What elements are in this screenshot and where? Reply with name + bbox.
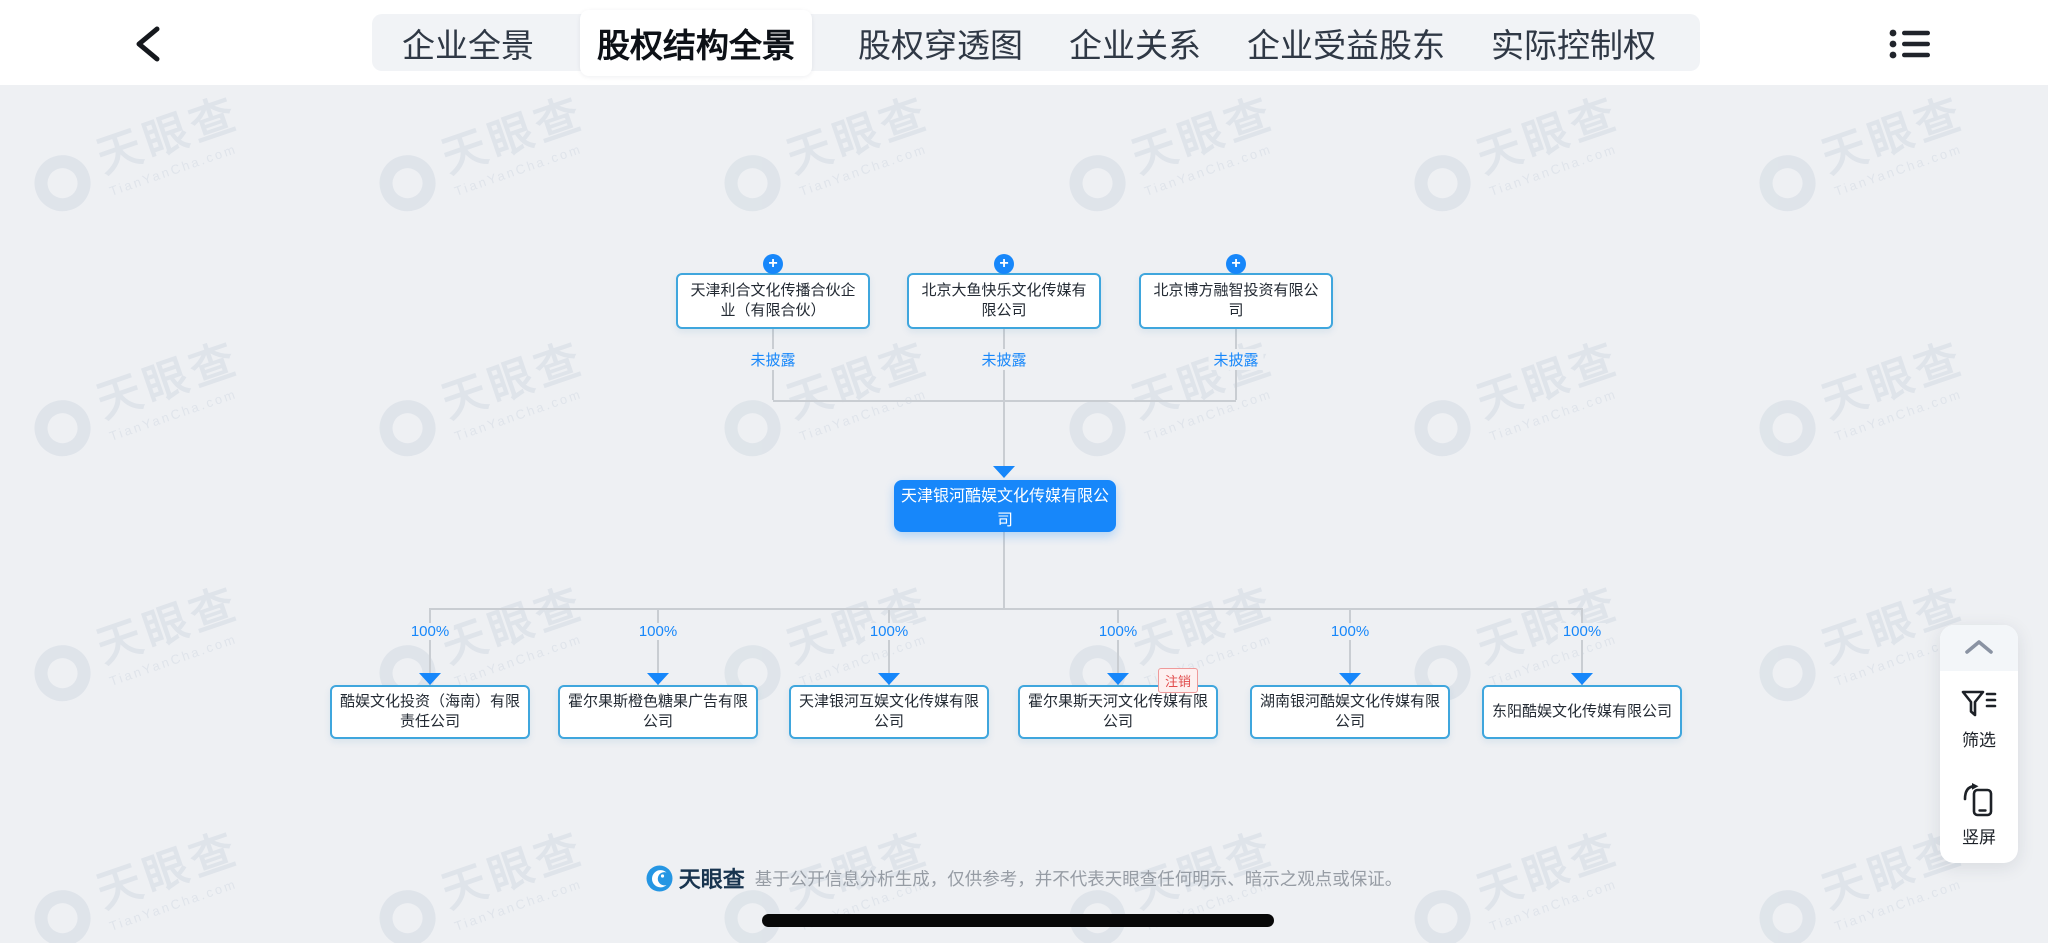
shareholding-label: 未披露 <box>745 349 801 370</box>
subsidiary-company-box[interactable]: 酷娱文化投资（海南）有限责任公司 <box>330 685 530 739</box>
connector-line <box>429 608 431 685</box>
shareholding-label: 100% <box>1093 623 1143 640</box>
arrowhead-down <box>1571 673 1593 685</box>
chevron-left-icon <box>136 26 160 62</box>
list-icon <box>1889 29 1930 59</box>
expand-plus-button[interactable]: + <box>1226 254 1246 274</box>
connector-line <box>1003 532 1005 608</box>
root-company-box[interactable]: 天津银河酷娱文化传媒有限公司 <box>894 480 1116 532</box>
shareholding-label: 100% <box>864 623 914 640</box>
top-nav-bar: 企业全景 股权结构全景 股权穿透图 企业关系 企业受益股东 实际控制权 <box>0 0 2048 85</box>
connector-line <box>430 608 1582 610</box>
chevron-up-icon <box>1965 640 1993 654</box>
connector-line <box>657 608 659 685</box>
tab-equity-penetration[interactable]: 股权穿透图 <box>858 26 1023 64</box>
arrowhead-down <box>1339 673 1361 685</box>
tianyancha-logo-icon <box>646 865 673 891</box>
parent-company-box[interactable]: 北京博方融智投资有限公司 <box>1139 273 1333 329</box>
tab-actual-controller[interactable]: 实际控制权 <box>1491 26 1656 64</box>
parent-company-box[interactable]: 北京大鱼快乐文化传媒有限公司 <box>907 273 1101 329</box>
status-badge-deregistered: 注销 <box>1158 668 1199 693</box>
equity-structure-diagram: +天津利合文化传播合伙企业（有限合伙）未披露+北京大鱼快乐文化传媒有限公司未披露… <box>0 85 2048 943</box>
connector-line <box>1003 400 1005 466</box>
expand-plus-button[interactable]: + <box>763 254 783 274</box>
brand-name: 天眼查 <box>678 867 745 892</box>
shareholding-label: 100% <box>405 623 455 640</box>
expand-plus-button[interactable]: + <box>994 254 1014 274</box>
subsidiary-company-box[interactable]: 东阳酷娱文化传媒有限公司 <box>1482 685 1682 739</box>
back-button[interactable] <box>128 22 172 66</box>
connector-line <box>1117 608 1119 685</box>
connector-line <box>1349 608 1351 685</box>
rotate-screen-icon <box>1963 782 1993 816</box>
shareholding-label: 未披露 <box>1208 349 1264 370</box>
menu-list-button[interactable] <box>1884 24 1936 64</box>
tab-equity-structure-panorama[interactable]: 股权结构全景 <box>580 9 812 76</box>
connector-line <box>888 608 890 685</box>
rotate-label: 竖屏 <box>1962 827 1996 847</box>
shareholding-label: 100% <box>1557 623 1607 640</box>
filter-button[interactable]: 筛选 <box>1940 671 2018 767</box>
subsidiary-company-box[interactable]: 霍尔果斯天河文化传媒有限公司 <box>1018 685 1218 739</box>
subsidiary-company-box[interactable]: 湖南银河酷娱文化传媒有限公司 <box>1250 685 1450 739</box>
parent-company-box[interactable]: 天津利合文化传播合伙企业（有限合伙） <box>676 273 870 329</box>
tab-company-panorama[interactable]: 企业全景 <box>402 26 534 64</box>
home-indicator[interactable] <box>762 914 1274 927</box>
rotate-portrait-button[interactable]: 竖屏 <box>1940 767 2018 863</box>
subsidiary-company-box[interactable]: 天津银河互娱文化传媒有限公司 <box>789 685 989 739</box>
side-toolbar: 筛选 竖屏 <box>1940 625 2018 863</box>
shareholding-label: 未披露 <box>976 349 1032 370</box>
disclaimer-bar: 天眼查 基于公开信息分析生成，仅供参考，并不代表天眼查任何明示、暗示之观点或保证… <box>0 862 2048 894</box>
shareholding-label: 100% <box>1325 623 1375 640</box>
disclaimer-text: 基于公开信息分析生成，仅供参考，并不代表天眼查任何明示、暗示之观点或保证。 <box>754 868 1403 889</box>
arrowhead-down <box>878 673 900 685</box>
shareholding-label: 100% <box>633 623 683 640</box>
filter-label: 筛选 <box>1962 730 1996 750</box>
connector-line <box>1581 608 1583 685</box>
arrowhead-down <box>647 673 669 685</box>
subsidiary-company-box[interactable]: 霍尔果斯橙色糖果广告有限公司 <box>558 685 758 739</box>
collapse-toolbar-button[interactable] <box>1940 625 2018 671</box>
tab-strip: 企业全景 股权结构全景 股权穿透图 企业关系 企业受益股东 实际控制权 <box>372 9 1700 76</box>
tab-beneficial-shareholders[interactable]: 企业受益股东 <box>1247 26 1445 64</box>
arrowhead-down <box>419 673 441 685</box>
filter-funnel-icon <box>1961 690 1997 716</box>
arrowhead-down <box>993 466 1015 478</box>
arrowhead-down <box>1107 673 1129 685</box>
tab-company-relations[interactable]: 企业关系 <box>1069 26 1201 64</box>
